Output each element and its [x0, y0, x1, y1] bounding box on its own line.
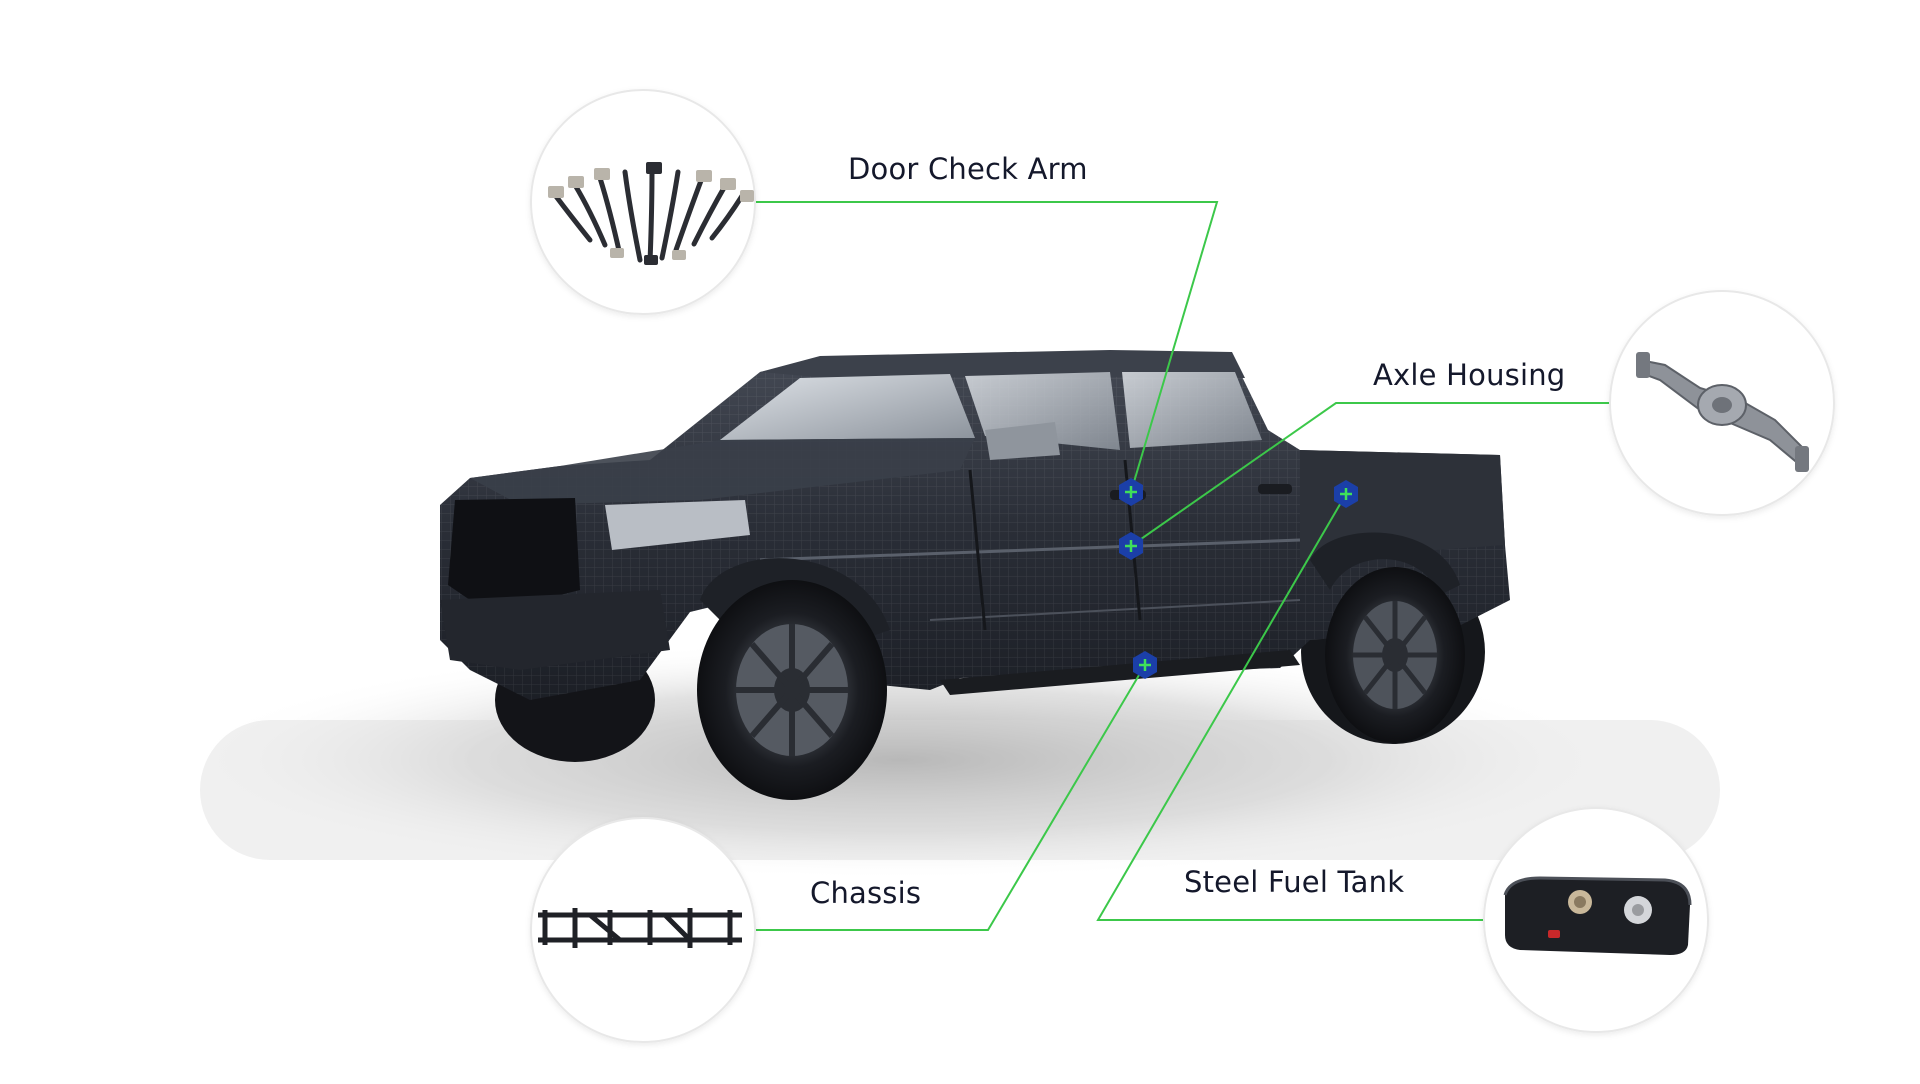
hotspot-steel-fuel-tank[interactable]	[1334, 480, 1358, 508]
pickup-truck	[440, 350, 1510, 800]
axle-housing-icon	[1636, 352, 1809, 472]
label-steel-fuel-tank: Steel Fuel Tank	[1184, 865, 1405, 899]
rear-wheel	[1325, 567, 1465, 743]
running-board	[940, 650, 1300, 695]
leader-line-steel-fuel-tank	[1096, 493, 1484, 921]
door-check-arms-icon	[552, 167, 745, 265]
hotspot-chassis[interactable]	[1133, 651, 1157, 679]
ground-shadow-band	[200, 720, 1720, 860]
chassis-frame-icon	[538, 908, 742, 948]
hotspots	[1119, 478, 1358, 679]
leader-lines	[752, 201, 1610, 931]
part-circle-chassis[interactable]	[530, 817, 756, 1043]
hotspot-plus-icon	[1125, 486, 1137, 498]
hotspot-door-check-arm[interactable]	[1119, 478, 1143, 506]
front-wheel	[697, 580, 887, 800]
hotspot-plus-icon	[1340, 488, 1352, 500]
fuel-tank-icon	[1503, 876, 1692, 955]
hotspot-plus-icon	[1125, 540, 1137, 552]
headlight	[605, 500, 750, 550]
leader-line-axle-housing	[1130, 402, 1610, 547]
grille	[448, 498, 580, 600]
label-door-check-arm: Door Check Arm	[848, 152, 1088, 186]
part-circle-steel-fuel-tank[interactable]	[1483, 807, 1709, 1033]
hotspot-axle-housing[interactable]	[1119, 532, 1143, 560]
part-circle-axle-housing[interactable]	[1609, 290, 1835, 516]
leader-line-door-check-arm	[755, 201, 1219, 493]
leader-line-chassis	[752, 664, 1146, 931]
windshield	[720, 374, 975, 440]
label-chassis: Chassis	[810, 876, 922, 910]
hotspot-plus-icon	[1139, 659, 1151, 671]
label-axle-housing: Axle Housing	[1373, 358, 1566, 392]
part-circle-door-check-arm[interactable]	[530, 89, 756, 315]
